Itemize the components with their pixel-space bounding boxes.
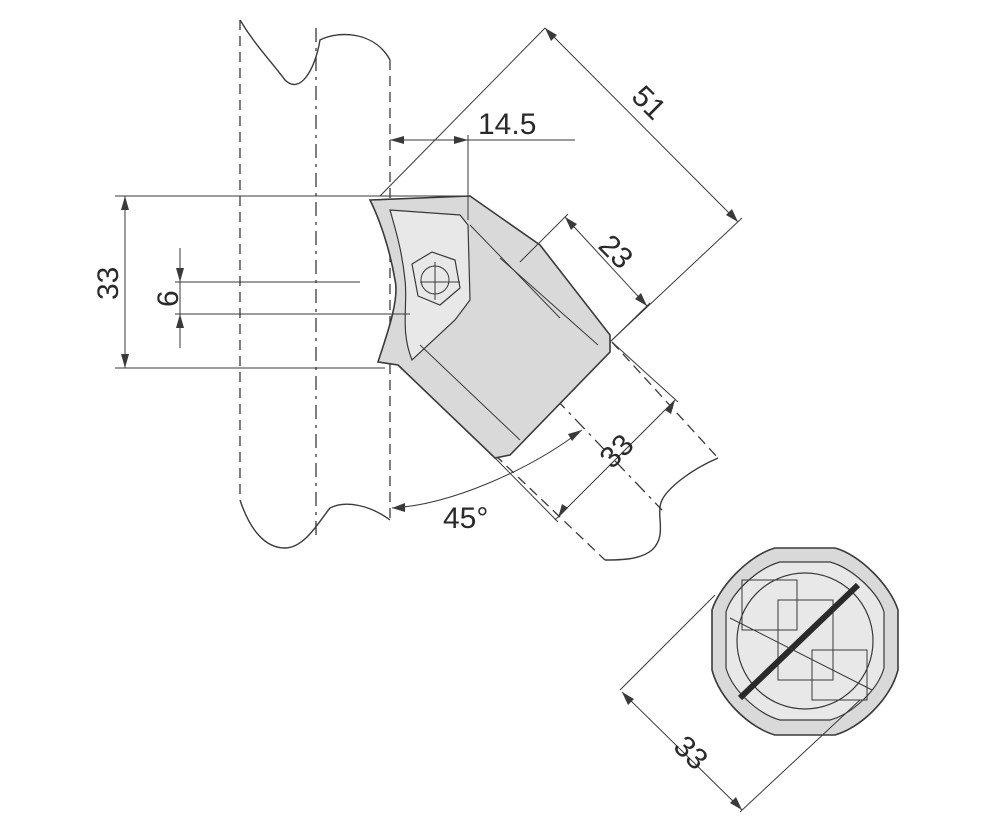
dim-label-angle: 45° bbox=[443, 502, 488, 535]
vertical-pipe bbox=[239, 19, 391, 549]
dim-label-end-view-diameter: 33 bbox=[667, 730, 714, 777]
fitting-body bbox=[368, 195, 611, 459]
dim-angle: 45° bbox=[391, 429, 583, 535]
dim-pipe-diameter-vertical: 33 bbox=[92, 195, 470, 369]
dim-label-overall-length: 51 bbox=[625, 80, 672, 127]
dim-bolt-size: 6 bbox=[152, 248, 410, 348]
dim-label-offset: 14.5 bbox=[478, 108, 536, 141]
dim-offset: 14.5 bbox=[390, 108, 575, 220]
dim-label-socket-length: 23 bbox=[592, 229, 639, 276]
end-view bbox=[711, 547, 899, 736]
dim-label-pipe-diameter-angled: 33 bbox=[594, 428, 641, 475]
dim-label-pipe-diameter-vertical: 33 bbox=[92, 267, 125, 300]
dim-label-bolt-size: 6 bbox=[152, 290, 185, 307]
hex-bolt-icon bbox=[411, 251, 461, 306]
